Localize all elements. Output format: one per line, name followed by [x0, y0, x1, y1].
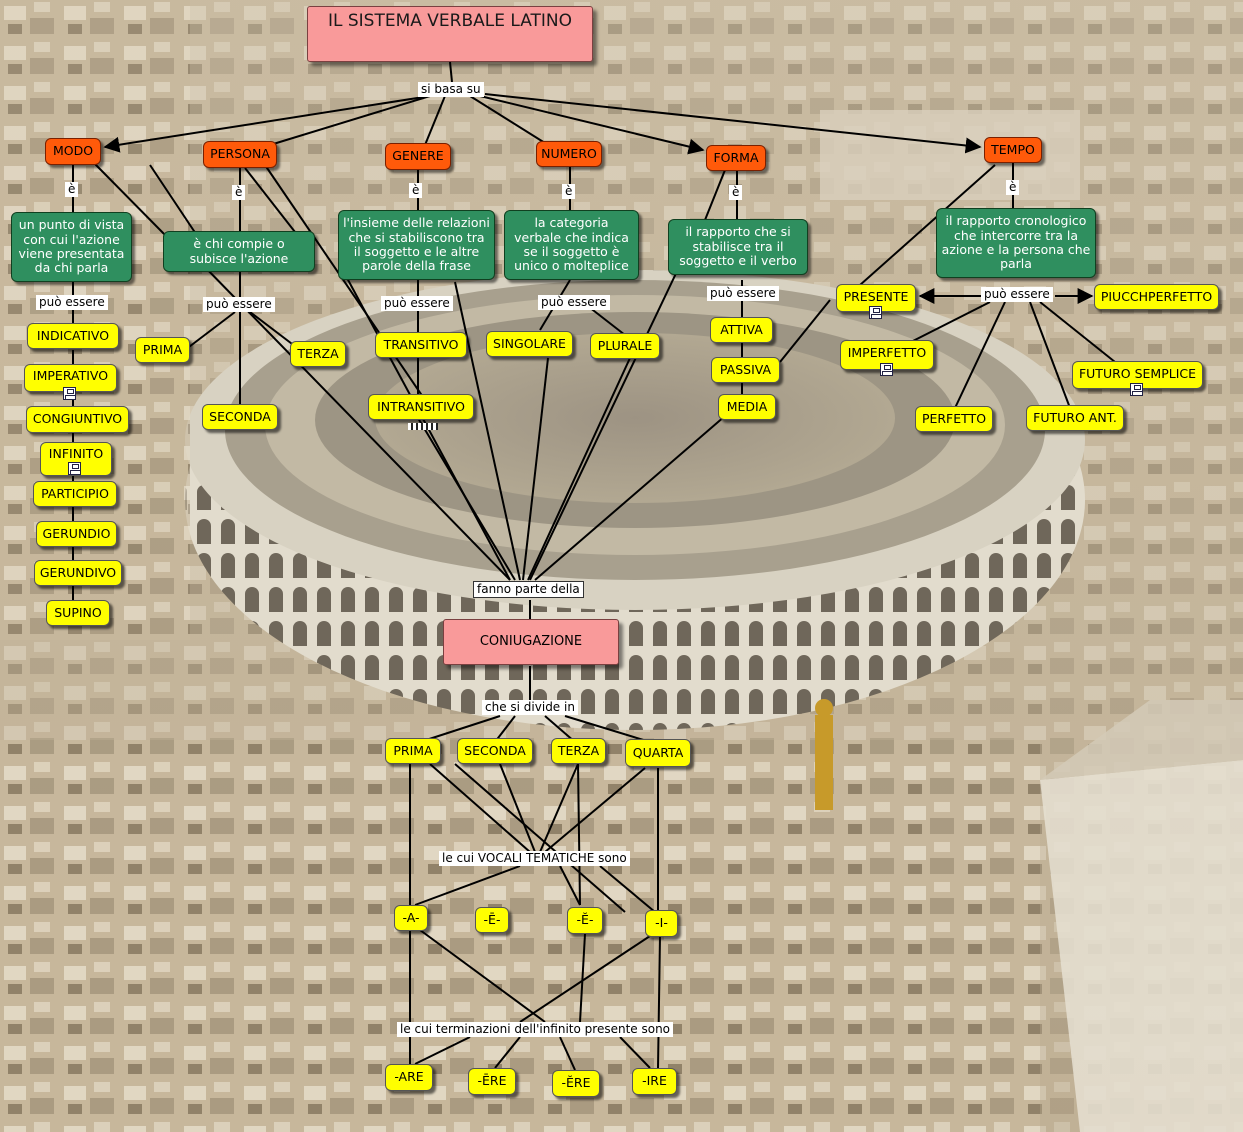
- definition-tempo[interactable]: il rapporto cronologico che intercorre t…: [936, 208, 1096, 278]
- link-e-persona[interactable]: è: [232, 185, 245, 200]
- forma-attiva[interactable]: ATTIVA: [710, 317, 773, 343]
- concept-tempo[interactable]: TEMPO: [984, 137, 1042, 163]
- link-puo-essere-forma[interactable]: può essere: [707, 286, 779, 301]
- definition-modo[interactable]: un punto di vista con cui l'azione viene…: [11, 212, 132, 282]
- persona-terza[interactable]: TERZA: [290, 341, 346, 367]
- link-vocali-tematiche[interactable]: le cui VOCALI TEMATICHE sono: [439, 851, 630, 866]
- definition-persona[interactable]: è chi compie o subisce l'azione: [163, 231, 315, 272]
- concept-forma[interactable]: FORMA: [706, 145, 766, 171]
- concept-modo[interactable]: MODO: [45, 138, 101, 165]
- definition-genere[interactable]: l'insieme delle relazioni che si stabili…: [338, 210, 495, 280]
- link-puo-essere-genere[interactable]: può essere: [381, 296, 453, 311]
- concept-persona[interactable]: PERSONA: [203, 141, 277, 168]
- definition-numero[interactable]: la categoria verbale che indica se il so…: [504, 210, 639, 280]
- numero-plurale[interactable]: PLURALE: [590, 333, 660, 359]
- terminazione-ere-breve[interactable]: -ĔRE: [552, 1070, 600, 1097]
- link-puo-essere-numero[interactable]: può essere: [538, 295, 610, 310]
- vocale-a[interactable]: -A-: [394, 905, 428, 931]
- genere-transitivo[interactable]: TRANSITIVO: [375, 332, 467, 358]
- link-e-numero[interactable]: è: [562, 184, 575, 199]
- tempo-piucchperfetto[interactable]: PIUCCHPERFETTO: [1094, 284, 1219, 310]
- definition-forma[interactable]: il rapporto che si stabilisce tra il sog…: [668, 219, 808, 275]
- numero-singolare[interactable]: SINGOLARE: [486, 331, 573, 357]
- vocale-e-breve[interactable]: -Ĕ-: [567, 907, 603, 934]
- vocale-e-lunga[interactable]: -Ē-: [475, 907, 509, 933]
- link-che-si-divide-in[interactable]: che si divide in: [482, 700, 578, 715]
- tempo-futuro-anteriore[interactable]: FUTURO ANT.: [1026, 405, 1124, 431]
- submap-icon[interactable]: [63, 387, 76, 400]
- coniugazione-quarta[interactable]: QUARTA: [625, 739, 691, 767]
- genere-intransitivo[interactable]: INTRANSITIVO: [368, 394, 474, 420]
- tempo-perfetto[interactable]: PERFETTO: [915, 406, 993, 432]
- terminazione-ire[interactable]: -IRE: [632, 1068, 677, 1095]
- link-fanno-parte-della[interactable]: fanno parte della: [473, 581, 584, 598]
- coniugazione-terza[interactable]: TERZA: [551, 738, 606, 764]
- coniugazione-prima[interactable]: PRIMA: [385, 738, 441, 764]
- persona-prima[interactable]: PRIMA: [135, 337, 190, 363]
- submap-icon[interactable]: [880, 363, 893, 376]
- terminazione-ere-lunga[interactable]: -ĒRE: [468, 1068, 516, 1095]
- mode-gerundivo[interactable]: GERUNDIVO: [34, 560, 122, 586]
- link-e-modo[interactable]: è: [65, 182, 78, 197]
- concept-genere[interactable]: GENERE: [385, 143, 451, 170]
- submap-icon[interactable]: [1130, 383, 1143, 396]
- submap-icon[interactable]: [68, 462, 81, 475]
- link-e-forma[interactable]: è: [729, 185, 742, 200]
- mode-indicativo[interactable]: INDICATIVO: [27, 323, 119, 349]
- link-e-genere[interactable]: è: [409, 183, 422, 198]
- mode-gerundio[interactable]: GERUNDIO: [36, 521, 117, 547]
- map-title[interactable]: IL SISTEMA VERBALE LATINO: [307, 6, 593, 62]
- resource-link-icon[interactable]: [408, 423, 438, 430]
- link-puo-essere-persona[interactable]: può essere: [203, 297, 275, 312]
- mode-participio[interactable]: PARTICIPIO: [33, 481, 117, 507]
- terminazione-are[interactable]: -ARE: [385, 1064, 433, 1091]
- concept-numero[interactable]: NUMERO: [536, 141, 602, 167]
- persona-seconda[interactable]: SECONDA: [202, 404, 278, 430]
- link-terminazioni-infinito[interactable]: le cui terminazioni dell'infinito presen…: [397, 1022, 673, 1037]
- link-e-tempo[interactable]: è: [1006, 180, 1019, 195]
- link-si-basa-su[interactable]: si basa su: [418, 82, 484, 97]
- vocale-i[interactable]: -I-: [645, 910, 678, 937]
- concept-coniugazione[interactable]: CONIUGAZIONE: [443, 619, 619, 665]
- forma-passiva[interactable]: PASSIVA: [711, 357, 780, 383]
- coniugazione-seconda[interactable]: SECONDA: [457, 738, 533, 764]
- link-puo-essere-tempo[interactable]: può essere: [981, 287, 1053, 302]
- submap-icon[interactable]: [869, 306, 882, 319]
- mode-supino[interactable]: SUPINO: [46, 600, 110, 626]
- link-puo-essere-modo[interactable]: può essere: [36, 295, 108, 310]
- forma-media[interactable]: MEDIA: [718, 394, 776, 420]
- mode-congiuntivo[interactable]: CONGIUNTIVO: [26, 406, 129, 433]
